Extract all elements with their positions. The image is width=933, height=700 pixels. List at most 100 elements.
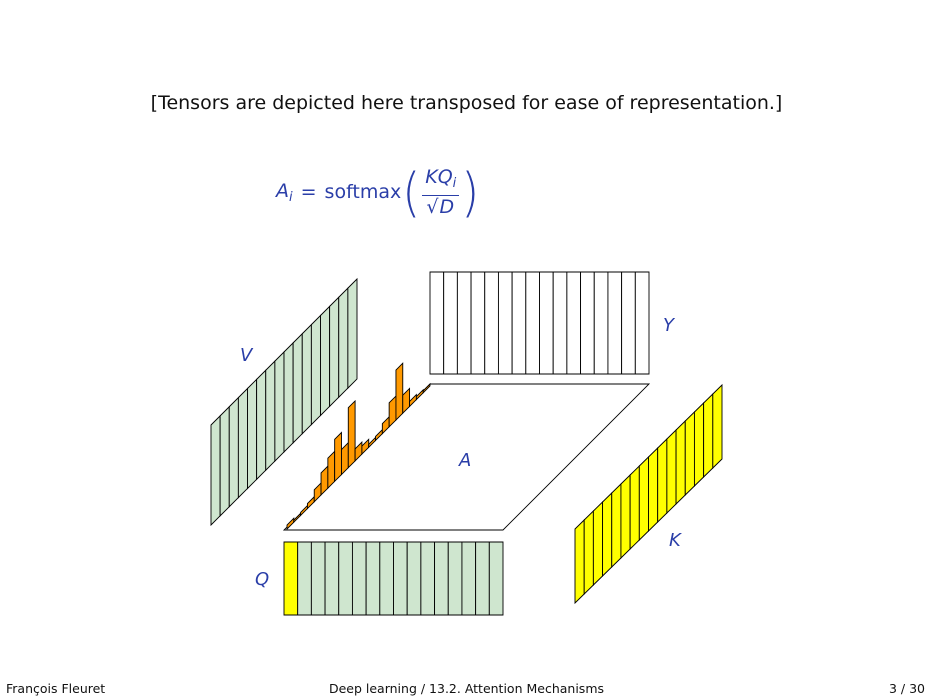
q-cell: [310, 541, 326, 616]
formula-lhs: Ai: [276, 179, 293, 205]
v-cell: [228, 396, 239, 508]
q-cell: [324, 541, 340, 616]
sqrt-icon: √: [426, 196, 439, 218]
formula-fraction: KQi √D: [422, 166, 460, 218]
softmax-formula: Ai = softmax ( KQi √D ): [276, 160, 480, 224]
q-cell: [475, 541, 490, 616]
v-tensor: [210, 277, 358, 527]
q-tensor: [283, 541, 504, 616]
label-v: V: [240, 345, 254, 366]
formula-denominator: √D: [426, 195, 456, 218]
q-cell: [447, 541, 463, 616]
k-cell: [666, 428, 677, 515]
label-y: Y: [663, 315, 676, 336]
attention-bar: [354, 441, 363, 462]
y-cell: [525, 271, 540, 375]
y-cell: [634, 271, 650, 375]
k-cell: [583, 509, 594, 596]
y-cell: [429, 271, 445, 375]
y-cell: [470, 271, 486, 375]
v-cell: [320, 305, 331, 417]
y-cell: [580, 271, 595, 375]
left-paren: (: [402, 160, 421, 224]
y-cell: [566, 271, 582, 375]
y-cell: [511, 271, 527, 375]
q-cell: [338, 541, 353, 616]
v-cell: [265, 360, 276, 472]
k-tensor: [574, 383, 723, 605]
v-cell: [256, 369, 267, 481]
y-cell: [552, 271, 568, 375]
label-k: K: [669, 530, 682, 551]
k-cell: [648, 446, 659, 533]
y-cell: [497, 271, 513, 375]
k-cell: [638, 455, 649, 542]
attention-bar: [409, 393, 417, 408]
k-cell: [602, 491, 613, 578]
v-cell: [247, 378, 258, 490]
y-cell: [607, 271, 623, 375]
k-cell: [592, 500, 604, 587]
q-cell: [406, 541, 422, 616]
attention-bar: [415, 388, 424, 401]
q-cell: [393, 541, 408, 616]
formula-func: softmax: [324, 181, 402, 203]
k-cell: [703, 392, 714, 479]
attention-bar: [402, 387, 411, 415]
q-cell: [488, 541, 504, 616]
k-cell: [675, 419, 686, 506]
footer-page: 3 / 30: [888, 681, 925, 696]
y-cell: [539, 271, 554, 375]
y-tensor: [429, 271, 650, 375]
formula-equals: =: [300, 181, 317, 203]
v-cell: [210, 414, 221, 527]
y-cell: [621, 271, 636, 375]
attention-bar: [347, 399, 356, 469]
attention-bar: [422, 382, 431, 394]
k-cell: [657, 437, 668, 524]
q-cell: [420, 541, 436, 616]
y-cell: [443, 271, 458, 375]
attention-bar: [286, 517, 295, 531]
v-cell: [283, 341, 294, 454]
q-cell: [297, 541, 312, 616]
v-cell: [274, 350, 285, 463]
v-cell: [338, 287, 349, 399]
k-cell: [574, 518, 585, 605]
q-cell: [365, 541, 381, 616]
attention-bar: [327, 450, 336, 490]
y-cell: [484, 271, 499, 375]
k-cell: [620, 473, 631, 560]
footer-course: Deep learning / 13.2. Attention Mechanis…: [328, 681, 605, 696]
k-cell: [684, 410, 695, 497]
q-cell: [379, 541, 394, 616]
formula-lhs-sub: i: [289, 189, 293, 205]
transpose-note: [Tensors are depicted here transposed fo…: [150, 92, 783, 114]
q-cell: [351, 541, 367, 616]
q-cell: [461, 541, 477, 616]
formula-numerator: KQi: [422, 166, 460, 196]
k-cell: [712, 383, 723, 470]
attention-bar: [334, 431, 342, 483]
v-cell: [292, 332, 303, 444]
q-cell: [283, 541, 299, 616]
v-cell: [310, 314, 321, 426]
v-cell: [219, 405, 230, 517]
label-q: Q: [255, 569, 269, 590]
label-a: A: [458, 450, 471, 471]
k-cell: [611, 482, 622, 569]
attention-bar: [395, 362, 404, 422]
v-cell: [237, 387, 248, 499]
footer-author: François Fleuret: [6, 681, 106, 696]
k-cell: [693, 401, 705, 488]
right-paren: ): [461, 160, 480, 224]
y-cell: [593, 271, 609, 375]
attention-weights-histogram: [286, 362, 431, 531]
k-cell: [629, 464, 640, 551]
v-cell: [347, 277, 358, 390]
v-cell: [329, 296, 340, 408]
v-cell: [301, 323, 312, 435]
y-cell: [456, 271, 472, 375]
attention-bar: [361, 438, 370, 456]
